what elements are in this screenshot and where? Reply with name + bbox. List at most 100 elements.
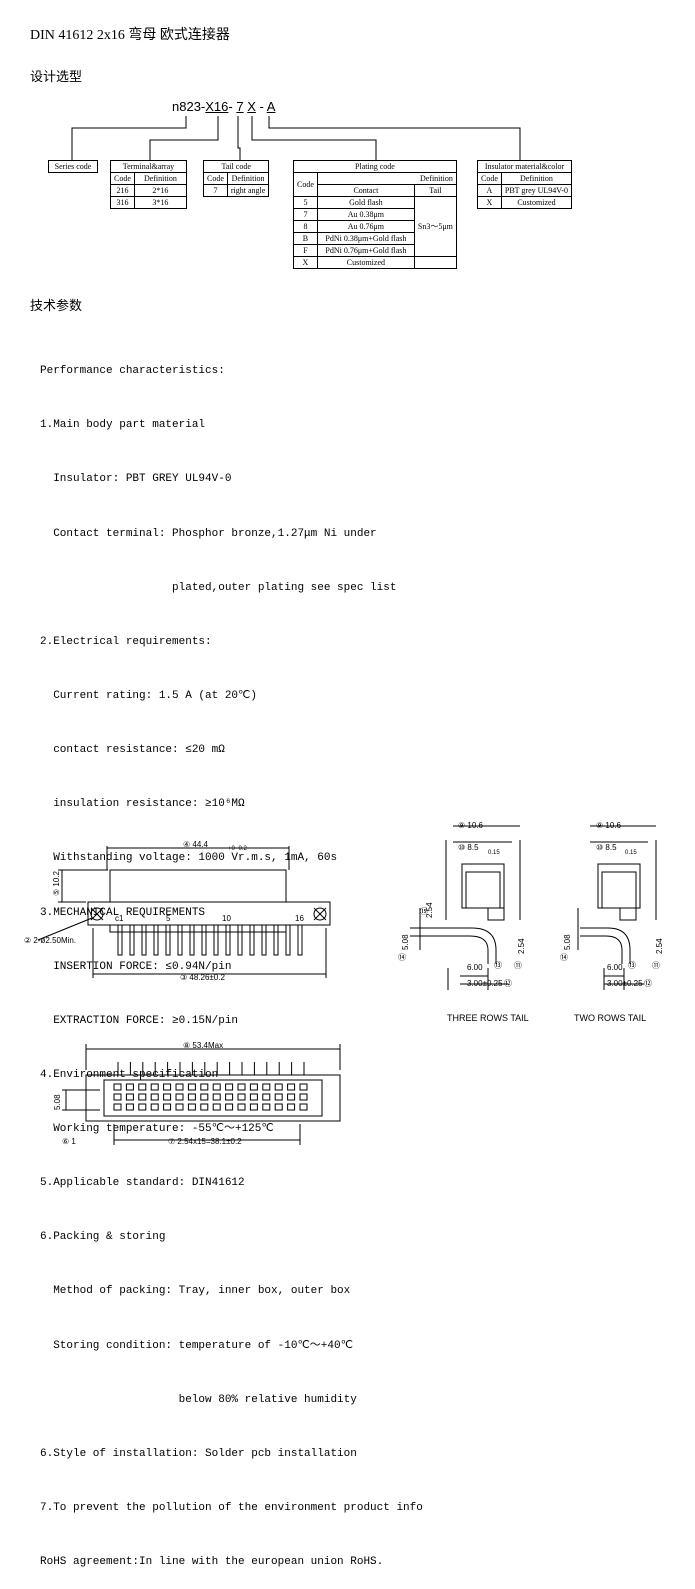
front-contact (262, 1103, 271, 1111)
connector-pin (297, 924, 303, 956)
dim-top-tol: +0 -0.2 (228, 846, 248, 852)
front-contact (138, 1083, 147, 1091)
front-contact (299, 1083, 308, 1091)
front-contact (187, 1093, 196, 1101)
tail-header-code: Code (203, 172, 228, 185)
front-contact (237, 1093, 246, 1101)
front-contact (212, 1103, 221, 1111)
front-contact (212, 1093, 221, 1101)
insulator-header-code: Code (477, 172, 502, 185)
dim-side-mid-2: ⑩ 8.5 (596, 843, 617, 852)
circle-12-1: ⑫ (504, 979, 512, 988)
connector-pin (273, 924, 279, 956)
dim-top-width: ④ 44.4 (183, 840, 209, 849)
insulator-row-def: PBT grey UL94V-0 (500, 184, 573, 197)
pn-dash3: - (259, 99, 264, 114)
plating-row-contact: Gold flash (316, 196, 415, 209)
front-contact (175, 1103, 184, 1111)
perf-line: RoHS agreement:In line with the european… (40, 1556, 384, 1569)
plating-row-code: X (293, 256, 318, 269)
connector-pin (261, 924, 267, 956)
front-contact (138, 1093, 147, 1101)
tail-row-code: 7 (203, 184, 228, 197)
front-contact (225, 1093, 234, 1101)
dim-front-height: 5.08 (53, 1094, 62, 1110)
connector-pin (225, 924, 231, 956)
perf-line: 6.Style of installation: Solder pcb inst… (40, 1447, 357, 1460)
plating-row-code: 8 (293, 220, 318, 233)
dim-254-1b: 2.54 (517, 938, 526, 954)
dim-bottom-width: ③ 48.26±0.2 (180, 973, 225, 982)
plating-row-contact: Customized (316, 256, 415, 269)
technical-drawing: ④ 44.4 +0 -0.2 ⑤ 10.2 c1 5 10 16 ② 2-ø2.… (24, 821, 664, 1146)
connector-pin (165, 924, 171, 956)
dim-hole: ② 2-ø2.50Min. (24, 936, 76, 945)
front-contact (287, 1103, 296, 1111)
selection-connector-lines (71, 116, 521, 160)
front-contact (187, 1083, 196, 1091)
dim-side-mid-tol-2: 0.15 (625, 850, 637, 856)
front-contact (113, 1103, 122, 1111)
dim-300-2: 3.00±0.25 (607, 979, 643, 988)
connector-pin (249, 924, 255, 956)
circle-15: ⑮ (420, 907, 428, 916)
pin-label-10: 10 (222, 914, 231, 923)
front-contact (274, 1083, 283, 1091)
dim-300-1: 3.00±0.25 (467, 979, 503, 988)
front-contact (200, 1083, 209, 1091)
perf-line: 2.Electrical requirements: (40, 635, 212, 648)
perf-line: 7.To prevent the pollution of the enviro… (40, 1502, 423, 1515)
front-contact (274, 1093, 283, 1101)
part-number: n823-X16- 7 X - A (172, 99, 275, 114)
front-contact (262, 1083, 271, 1091)
perf-line: Working temperature: -55℃～+125℃ (40, 1123, 274, 1136)
circle-14-1: ⑭ (398, 953, 406, 962)
perf-line: Method of packing: Tray, inner box, oute… (40, 1285, 351, 1298)
two-rows-caption: TWO ROWS TAIL (574, 1013, 646, 1023)
pn-dash1: - (200, 99, 206, 114)
tail-row-def: right angle (226, 184, 270, 197)
dim-side-mid-1: ⑩ 8.5 (458, 843, 479, 852)
insulator-header-def: Definition (500, 172, 573, 185)
front-contact (125, 1093, 134, 1101)
tail-table-title: Tail code (202, 160, 270, 173)
dim-254-2: 2.54 (655, 938, 664, 954)
pin-label-16: 16 (295, 914, 304, 923)
pn-prefix: n823 (172, 99, 201, 114)
terminal-table-title: Terminal&array (110, 160, 187, 173)
front-contact (225, 1103, 234, 1111)
front-contact (249, 1103, 258, 1111)
connector-pin (177, 924, 183, 956)
front-contact (262, 1093, 271, 1101)
perf-line: 6.Packing & storing (40, 1231, 166, 1244)
front-contact (175, 1093, 184, 1101)
terminal-row-code: 316 (110, 196, 135, 209)
connector-pin (285, 924, 291, 956)
circle-11-2: ⑪ (652, 961, 660, 970)
front-contact (287, 1093, 296, 1101)
connector-pin (129, 924, 135, 956)
dim-508-2: 5.08 (563, 934, 572, 950)
dim-front-width: ⑧ 53.4Max (183, 1041, 223, 1050)
connector-pin (201, 924, 207, 956)
dim-254-1: 2.54 (425, 902, 434, 918)
front-contact (125, 1103, 134, 1111)
perf-line: Withstanding voltage: 1000 Vr.m.s, 1mA, … (40, 852, 338, 865)
tail-header-def: Definition (226, 172, 270, 185)
front-contact (287, 1083, 296, 1091)
dim-small: ⑥ 1 (62, 1137, 76, 1146)
perf-line: 5.Applicable standard: DIN41612 (40, 1177, 245, 1190)
front-contact (200, 1093, 209, 1101)
perf-line: INSERTION FORCE: ≤0.94N/pin (40, 960, 232, 973)
plating-row-contact: PdNi 0.38μm+Gold flash (316, 232, 415, 245)
pn-insulator: A (266, 99, 276, 114)
perf-line: Performance characteristics: (40, 365, 225, 378)
perf-line: 3.MECHANICAL REQUIREMENTS (40, 906, 206, 919)
three-rows-caption: THREE ROWS TAIL (447, 1013, 529, 1023)
plating-row-code: 7 (293, 208, 318, 221)
front-contact (163, 1093, 172, 1101)
series-code-box: Series code (48, 160, 98, 173)
